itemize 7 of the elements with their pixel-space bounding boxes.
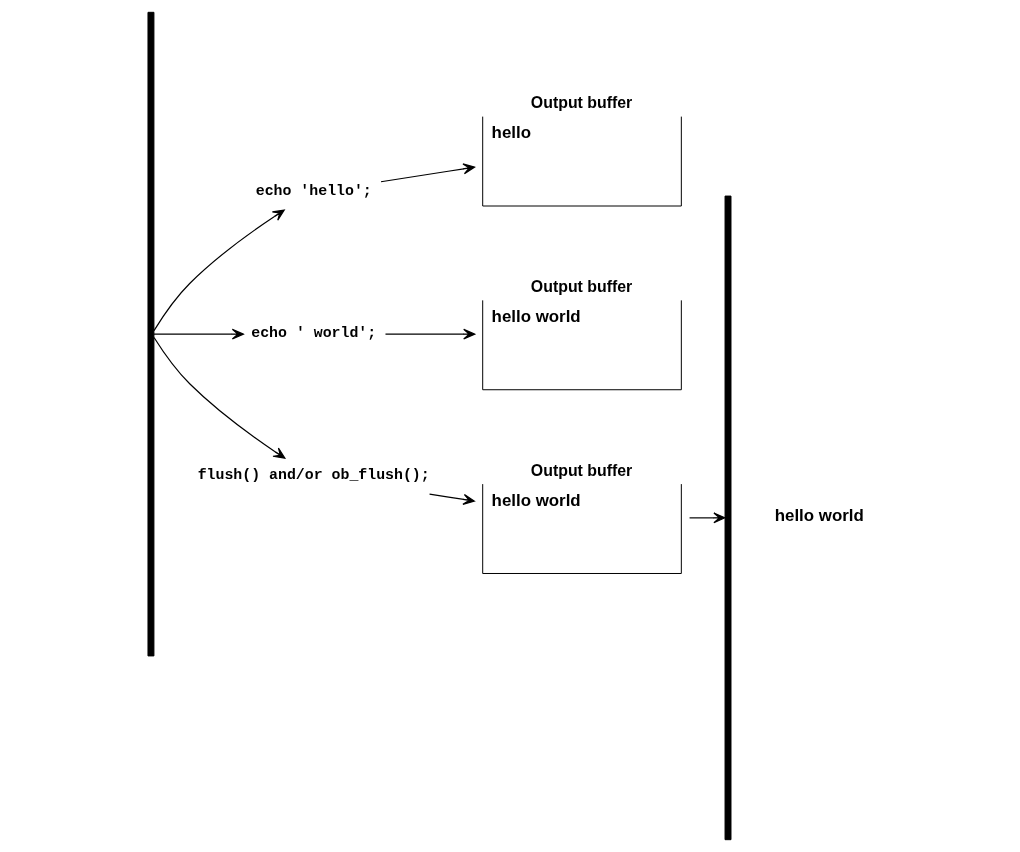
node-text: Output buffer hello world — [491, 278, 632, 326]
node-text: flush() and/or ob_flush(); — [197, 466, 430, 483]
node-text: echo 'hello'; — [255, 182, 372, 199]
node-text: echo ' world'; — [250, 324, 376, 341]
node-text: Output buffer hello — [491, 94, 632, 143]
node-text: Output buffer hello world — [491, 461, 632, 510]
label: hello world — [774, 505, 864, 525]
